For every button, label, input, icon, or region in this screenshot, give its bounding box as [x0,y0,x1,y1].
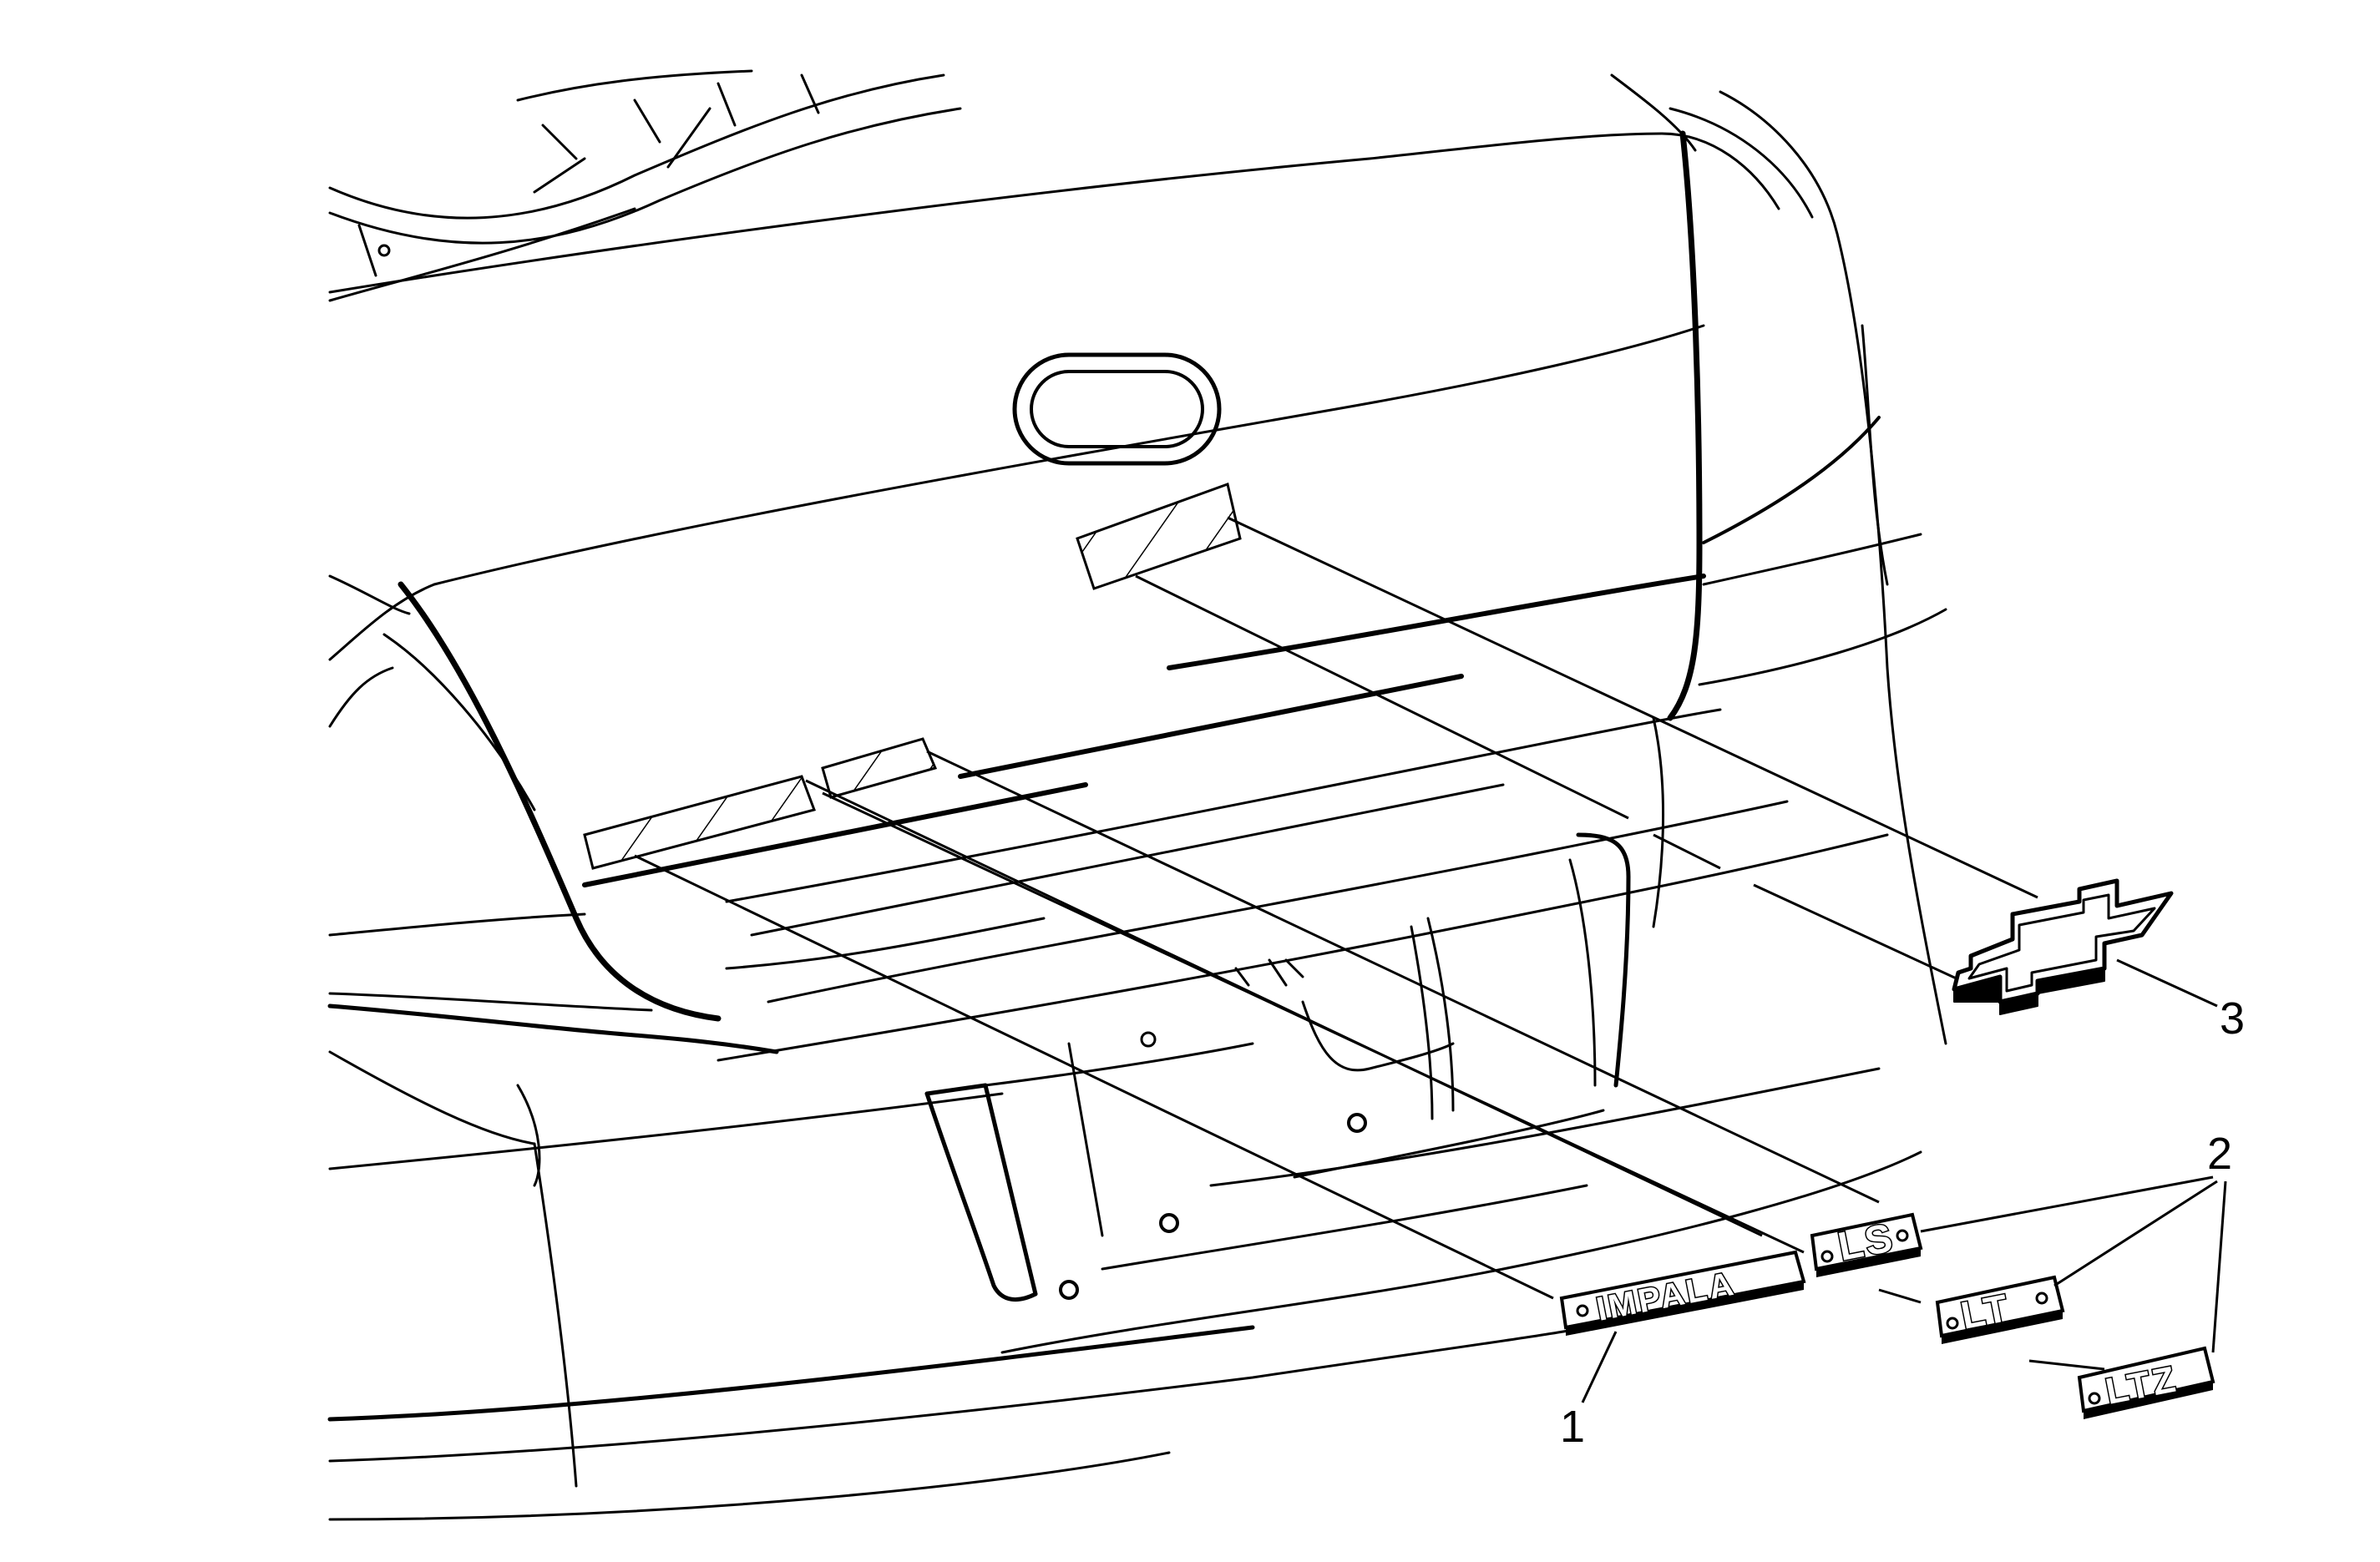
callout-leaders [1581,958,2227,1403]
trunk-character-lines [582,574,1889,1062]
trim-mounting-pad [821,737,938,799]
ltz-emblem-text: LTZ [2103,1358,2181,1413]
license-plate-pocket [924,832,1631,1302]
trunk-lid-face [433,324,1705,586]
vehicle-body [327,69,1947,1521]
impala-mounting-pad [583,775,816,870]
right-quarter-panel [1652,90,1947,1045]
impala-emblem: IMPALA [1559,1250,1806,1336]
callout-3-leader [2116,958,2218,1008]
impala-emblem-text: IMPALA [1593,1266,1739,1328]
callout-2-leader-ltz [2211,1180,2227,1353]
callout-3: 3 [2220,993,2245,1044]
projection-lines [634,516,2105,1371]
callout-labels: 1 2 3 [1560,993,2245,1452]
emblem-mounting-pads [583,483,1242,870]
lt-emblem-text: LT [1957,1286,2014,1337]
callout-2-leader-ls [1920,1175,2214,1233]
callout-1-leader [1581,1331,1618,1403]
callout-2-leader-lt [2053,1180,2218,1287]
rear-bumper [327,1050,1922,1521]
trunk-lid-top-edge [328,132,1663,294]
lt-emblem: LT [1935,1275,2065,1344]
callout-2: 2 [2207,1129,2232,1179]
bowtie-mounting-pad [1076,483,1242,590]
left-tail-lamp [327,574,779,1054]
rear-window [328,69,962,302]
high-mount-stop-lamp [1012,352,1222,466]
ltz-emblem: LTZ [2077,1346,2215,1419]
ls-emblem: LS [1810,1212,1923,1277]
callout-1: 1 [1560,1402,1585,1452]
bowtie-emblem [1952,878,2174,1015]
